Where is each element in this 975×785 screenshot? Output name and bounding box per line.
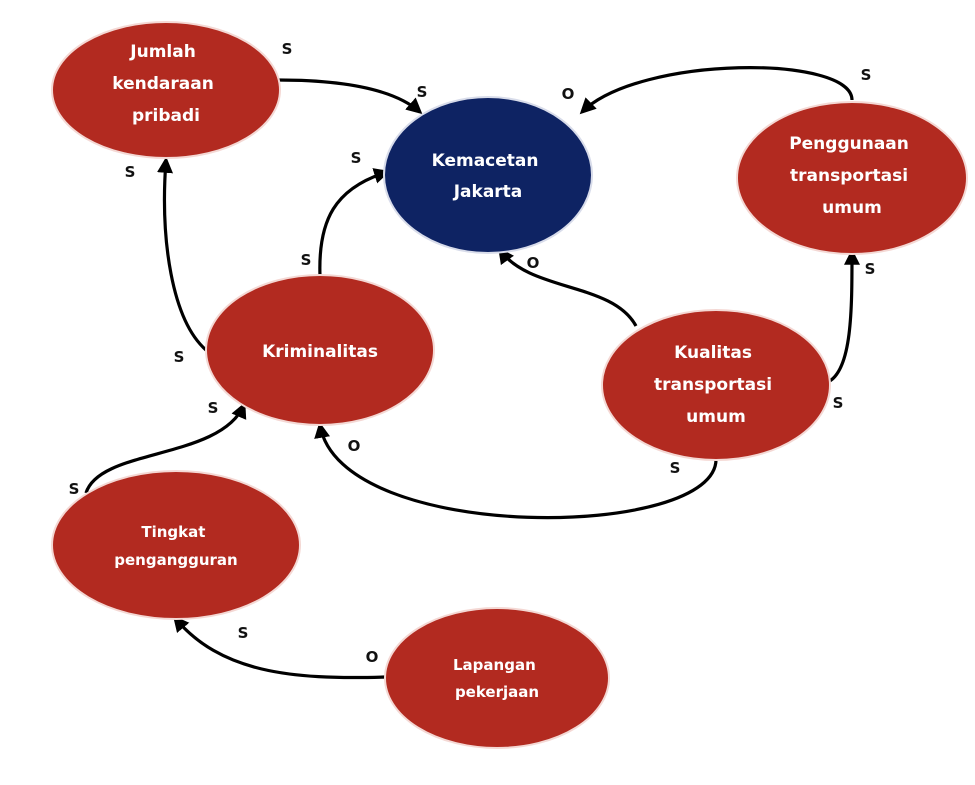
edge-label-jumlah-head: S: [417, 83, 428, 101]
svg-text:Lapangan pekerjaan: Lapangan pekerjaan: [453, 656, 541, 701]
node-shape: [51, 21, 281, 159]
node-shape: [736, 101, 968, 255]
node-lapangan-pekerjaan: Lapangan pekerjaan: [384, 607, 610, 749]
edge-label-kriminalitas-jumlah-tail: S: [174, 348, 185, 366]
edge-label-kualitas-kriminalitas-tail: S: [670, 459, 681, 477]
edge-label-kriminalitas-jumlah-head: S: [125, 163, 136, 181]
node-label-line: pribadi: [132, 106, 200, 126]
edge-label-lapangan-head: S: [238, 624, 249, 642]
node-label-line: Jakarta: [453, 182, 523, 202]
svg-text:Kemacetan Jakarta: Kemacetan Jakarta: [432, 151, 545, 202]
edge-kriminalitas-to-kemacetan: [318, 168, 391, 277]
edge-kualitas-to-kemacetan: [498, 247, 638, 327]
node-label-line: Tingkat: [141, 523, 205, 541]
edge-kriminalitas-to-jumlah: [157, 156, 208, 352]
edge-label-tingkat-tail: S: [69, 480, 80, 498]
node-kemacetan-jakarta: Kemacetan Jakarta: [383, 96, 593, 254]
svg-text:Tingkat pengangguran: Tingkat pengangguran: [114, 523, 237, 569]
edge-label-kriminalitas-kemacetan-tail: S: [301, 251, 312, 269]
edge-label-kriminalitas-kemacetan-head: S: [351, 149, 362, 167]
node-label-line: transportasi: [654, 375, 772, 395]
edge-label-penggunaan-tail: S: [861, 66, 872, 84]
node-label-line: umum: [822, 198, 882, 218]
edge-label-kualitas-kemacetan-head: O: [527, 254, 540, 272]
edge-lapangan-to-tingkat: [172, 615, 386, 680]
node-label-line: Kemacetan: [432, 151, 539, 171]
node-label-line: pekerjaan: [455, 683, 539, 701]
edge-jumlah-to-kemacetan: [277, 78, 423, 115]
node-label-line: transportasi: [790, 166, 908, 186]
svg-text:Kriminalitas: Kriminalitas: [262, 342, 378, 362]
node-label-line: Kualitas: [674, 343, 752, 363]
node-kriminalitas: Kriminalitas: [205, 274, 435, 426]
node-label-line: umum: [686, 407, 746, 427]
node-shape: [383, 96, 593, 254]
node-label-line: Kriminalitas: [262, 342, 378, 362]
svg-text:Penggunaan transportasi: Penggunaan transportasi umum: [789, 134, 915, 218]
edge-label-lapangan-tail: O: [366, 648, 379, 666]
edge-label-kualitas-kriminalitas-head: O: [348, 437, 361, 455]
node-shape: [384, 607, 610, 749]
node-shape: [601, 309, 831, 461]
edge-label-kualitas-penggunaan-tail: S: [833, 394, 844, 412]
node-label-line: kendaraan: [112, 74, 214, 94]
node-label-line: Penggunaan: [789, 134, 909, 154]
node-penggunaan-transportasi-umum: Penggunaan transportasi umum: [736, 101, 968, 255]
node-tingkat-pengangguran: Tingkat pengangguran: [51, 470, 301, 620]
edge-kualitas-to-kriminalitas: [314, 421, 718, 520]
edge-tingkat-to-kriminalitas: [84, 402, 247, 494]
svg-text:Kualitas transportasi: Kualitas transportasi umum: [654, 343, 778, 427]
edge-label-kualitas-penggunaan-head: S: [865, 260, 876, 278]
node-label-line: Jumlah: [129, 42, 196, 62]
node-kualitas-transportasi-umum: Kualitas transportasi umum: [601, 309, 831, 461]
edge-label-penggunaan-head: O: [562, 85, 575, 103]
edge-label-tingkat-head: S: [208, 399, 219, 417]
node-label-line: pengangguran: [114, 551, 237, 569]
edge-kualitas-to-penggunaan: [827, 248, 860, 384]
node-label-line: Lapangan: [453, 656, 536, 674]
edge-penggunaan-to-kemacetan: [579, 66, 854, 115]
node-shape: [205, 274, 435, 426]
node-jumlah-kendaraan-pribadi: Jumlah kendaraan pribadi: [51, 21, 281, 159]
svg-text:Jumlah kendaraan p: Jumlah kendaraan pribadi: [112, 42, 219, 126]
edge-label-jumlah-tail: S: [282, 40, 293, 58]
node-shape: [51, 470, 301, 620]
